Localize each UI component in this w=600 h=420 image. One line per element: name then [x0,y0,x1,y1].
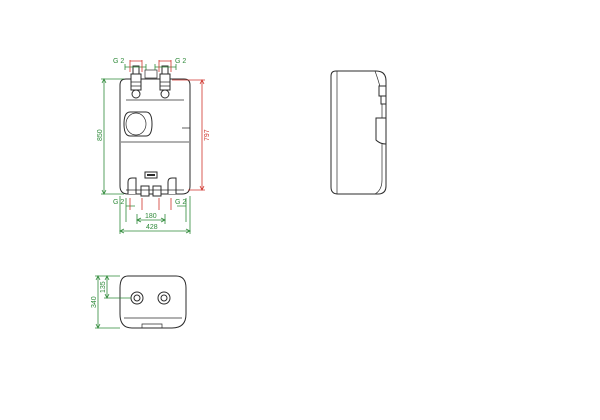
top-right-fitting [159,65,171,99]
dim-g2-top-left: G 2 [113,58,124,65]
top-view [119,275,187,329]
bottom-fittings [126,177,184,197]
dim-pipe-offset: 135 [100,281,107,293]
top-body-outline [119,275,187,329]
top-dimensions: 340 135 [91,275,131,329]
dim-g2-top-right: G 2 [175,58,186,65]
top-handle [141,323,163,329]
side-view [330,70,387,195]
side-recess [375,117,387,145]
side-body-outline [330,70,387,195]
top-left-fitting [130,65,142,99]
side-fitting-upper [380,95,387,105]
dim-height-overall: 850 [97,129,104,141]
front-gauge [123,111,153,137]
dim-width-overall: 428 [146,224,158,231]
dim-g2-bottom-right: G 2 [175,199,186,206]
dim-depth: 340 [91,296,98,308]
top-center-block [144,69,158,79]
top-left-pipe [130,291,144,305]
top-right-pipe [157,291,171,305]
side-fitting-top [378,85,387,97]
front-body-outline [119,78,191,195]
dim-height-inlet: 797 [204,129,211,141]
front-view [119,65,191,197]
front-dimensions: G 2 G 2 850 797 G 2 G 2 180 428 [97,58,211,234]
front-right-recess [182,127,191,142]
dim-g2-bottom-left: G 2 [113,199,124,206]
dim-center-spacing: 180 [145,213,157,220]
